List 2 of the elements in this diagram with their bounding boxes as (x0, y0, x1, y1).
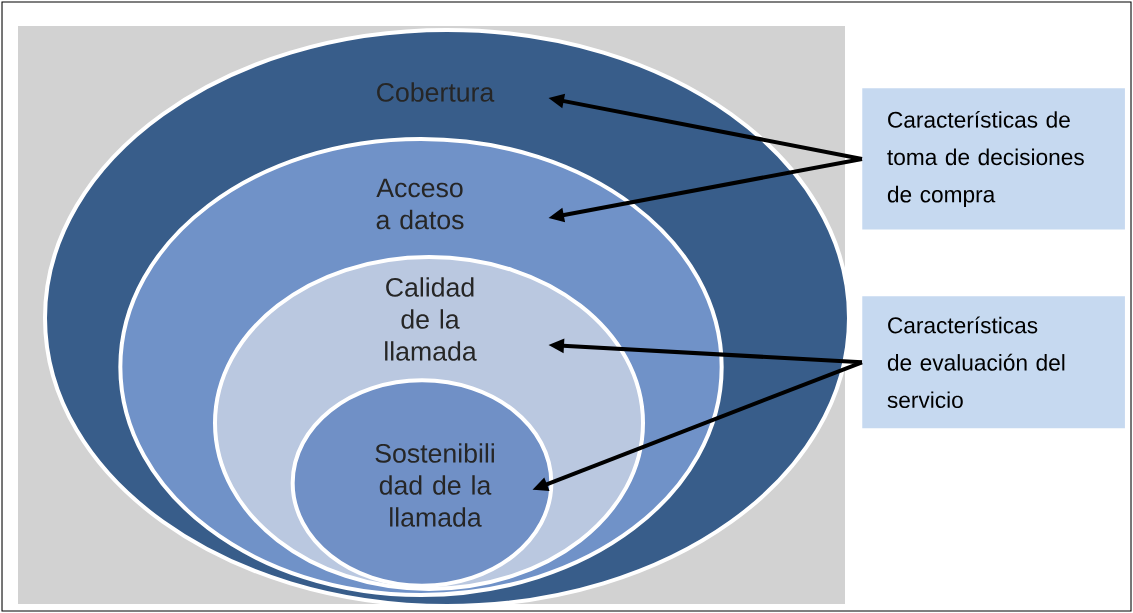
label-box: Características de evaluación del servicio (862, 296, 1125, 429)
label-box: Características de toma de decisiones de compra (862, 88, 1125, 230)
